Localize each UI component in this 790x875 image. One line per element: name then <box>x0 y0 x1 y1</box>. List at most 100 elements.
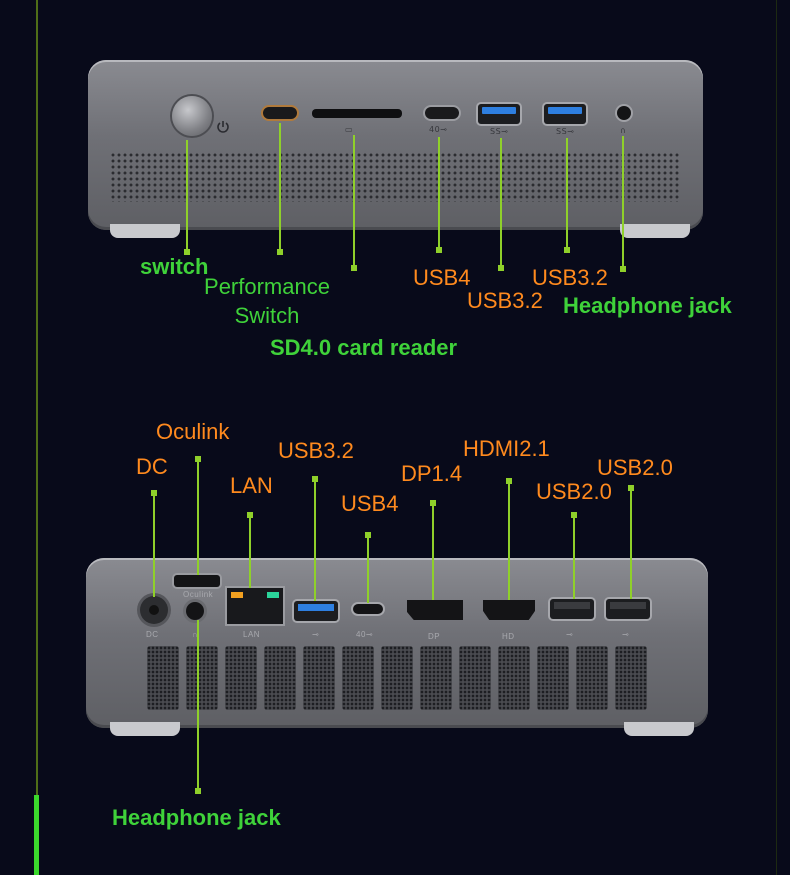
leader-usb32-rear <box>314 479 316 601</box>
label-usb4-rear: USB4 <box>341 491 399 516</box>
leader-dot-usb4 <box>436 247 442 253</box>
label-headphone-front: Headphone jack <box>563 293 732 318</box>
leader-dp <box>432 503 434 600</box>
usb-ss-icon: SS⊸ <box>490 127 509 136</box>
rear-vent <box>147 646 179 710</box>
leader-hdmi <box>508 481 510 600</box>
front-vent-grille <box>110 152 680 202</box>
label-switch: switch <box>140 254 209 279</box>
dc-port-mark: DC <box>146 630 159 639</box>
rear-foot-right <box>624 722 694 736</box>
leader-dot-usb32-2 <box>564 247 570 253</box>
label-usb32-rear: USB3.2 <box>278 438 354 463</box>
label-usb4-front: USB4 <box>413 265 471 290</box>
label-usb32-front-2: USB3.2 <box>532 265 608 290</box>
usb4-icon: 40⊸ <box>356 630 374 639</box>
leader-lan <box>249 515 251 588</box>
performance-switch[interactable] <box>263 107 297 119</box>
usb-ss-icon: SS⊸ <box>556 127 575 136</box>
oculink-port-mark: Oculink <box>183 590 214 599</box>
displayport-port[interactable] <box>407 600 463 620</box>
label-dp: DP1.4 <box>401 461 463 486</box>
front-usb32-port-1[interactable] <box>478 104 520 124</box>
rear-vent <box>459 646 491 710</box>
mini-pc-front-view <box>88 60 703 230</box>
label-performance-line2: Switch <box>234 303 300 328</box>
rear-vent <box>537 646 569 710</box>
leader-dc <box>153 493 155 597</box>
lan-port[interactable] <box>227 588 283 624</box>
front-usb32-port-2[interactable] <box>544 104 586 124</box>
label-usb20-2: USB2.0 <box>597 455 673 480</box>
rear-usb32-port[interactable] <box>294 601 338 621</box>
rear-usb20-port-1[interactable] <box>550 599 594 619</box>
power-icon <box>217 121 229 133</box>
rear-vent <box>420 646 452 710</box>
leader-usb32-1 <box>500 138 502 268</box>
front-foot-left <box>110 224 180 238</box>
lan-port-mark: LAN <box>243 630 261 639</box>
leader-usb20-1 <box>573 515 575 599</box>
label-oculink: Oculink <box>156 419 230 444</box>
rear-vent <box>615 646 647 710</box>
leader-dot-headphone-rear <box>195 788 201 794</box>
headphone-icon: ∩ <box>192 630 199 639</box>
rear-vent <box>498 646 530 710</box>
usb4-icon: 40⊸ <box>429 125 448 134</box>
leader-usb4-rear <box>367 535 369 603</box>
usb-icon: ⊸ <box>566 630 574 639</box>
leader-dot-usb32-1 <box>498 265 504 271</box>
label-dc: DC <box>136 454 168 479</box>
right-accent-line <box>776 0 777 875</box>
hdmi-port[interactable] <box>483 600 535 620</box>
front-foot-right <box>620 224 690 238</box>
lan-led-link <box>267 592 279 598</box>
leader-usb20-2 <box>630 488 632 599</box>
front-headphone-jack[interactable] <box>617 106 631 120</box>
rear-vent <box>576 646 608 710</box>
leader-dot-headphone-front <box>620 266 626 272</box>
leader-usb4 <box>438 137 440 251</box>
label-usb32-front-1: USB3.2 <box>467 288 543 313</box>
usb-icon: ⊸ <box>312 630 320 639</box>
left-accent-highlight <box>34 795 39 875</box>
leader-dot-sd <box>351 265 357 271</box>
rear-headphone-jack[interactable] <box>186 602 204 620</box>
rear-vent <box>264 646 296 710</box>
oculink-port[interactable] <box>174 575 220 587</box>
label-performance-line1: Performance <box>204 274 330 299</box>
rear-vent <box>303 646 335 710</box>
leader-dot-performance <box>277 249 283 255</box>
leader-headphone-rear <box>197 620 199 792</box>
rear-vent <box>342 646 374 710</box>
front-usb4-port[interactable] <box>425 107 459 119</box>
dc-power-port[interactable] <box>140 596 168 624</box>
power-button[interactable] <box>172 96 212 136</box>
dp-port-mark: DP <box>428 632 441 641</box>
rear-vent <box>186 646 218 710</box>
rear-vent <box>381 646 413 710</box>
leader-usb32-2 <box>566 138 568 250</box>
leader-switch <box>186 140 188 252</box>
sd-icon: ▭ <box>345 125 354 134</box>
leader-oculink <box>197 459 199 575</box>
hdmi-port-mark: HD <box>502 632 515 641</box>
label-sd-reader: SD4.0 card reader <box>270 335 458 360</box>
left-accent-line <box>36 0 38 875</box>
rear-vent <box>225 646 257 710</box>
label-usb20-1: USB2.0 <box>536 479 612 504</box>
rear-usb4-port[interactable] <box>353 604 383 614</box>
leader-dot-switch <box>184 249 190 255</box>
label-headphone-rear: Headphone jack <box>112 805 281 830</box>
label-lan: LAN <box>230 473 273 498</box>
leader-headphone-front <box>622 136 624 269</box>
label-hdmi: HDMI2.1 <box>463 436 550 461</box>
leader-sd <box>353 135 355 269</box>
rear-usb20-port-2[interactable] <box>606 599 650 619</box>
leader-performance <box>279 123 281 253</box>
headphone-icon: ∩ <box>620 126 627 135</box>
sd-card-slot[interactable] <box>312 109 402 118</box>
label-performance-switch: Performance Switch <box>196 275 338 328</box>
usb-icon: ⊸ <box>622 630 630 639</box>
lan-led-activity <box>231 592 243 598</box>
